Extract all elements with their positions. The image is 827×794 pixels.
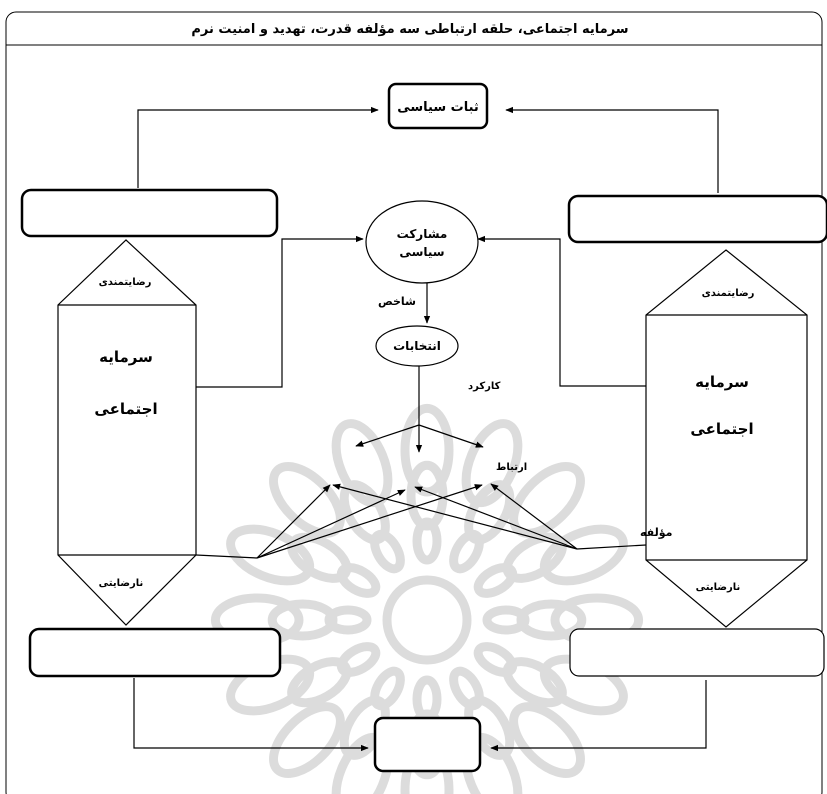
edge-right-fan-3 [490, 483, 578, 550]
rosette-center [382, 575, 472, 665]
label-relation: ارتباط [496, 462, 527, 473]
right-bottom-box [569, 628, 825, 677]
label-component: مؤلفه [640, 526, 672, 539]
edge-right-fan-1 [332, 483, 578, 550]
rosette-petal [370, 529, 405, 574]
left-bottom-box [28, 627, 282, 678]
diagram-title: سرمایه اجتماعی، حلقه ارتباطی سه مؤلفه قد… [191, 22, 628, 37]
rosette-petal [473, 642, 518, 677]
right-hex-title-line2: اجتماعی [690, 420, 753, 438]
rosette-petal [269, 462, 345, 538]
rosette-petal [509, 462, 585, 538]
rosette-petal [336, 563, 381, 598]
rosette-petal [370, 666, 405, 711]
left-hex-satisfaction: رضایتمندی [99, 277, 152, 288]
rosette-petal [482, 605, 530, 635]
label-function: کارکرد [468, 381, 501, 392]
edge-left-fan-2 [256, 489, 406, 559]
rosette-petal [509, 702, 585, 778]
bottom-center-box [373, 716, 482, 773]
left-hex-dissatisfaction: نارضایتی [99, 578, 144, 589]
rosette-petal [336, 642, 381, 677]
right-hex-satisfaction: رضایتمندی [702, 288, 755, 299]
edge-left-fan-3 [256, 484, 483, 559]
left-top-box [20, 188, 279, 238]
connectors [133, 106, 719, 752]
participation-line1: مشارکت [397, 227, 448, 241]
participation-line2: سیاسی [399, 245, 444, 259]
edge-right-to-bottom [490, 680, 707, 752]
label-indicator: شاخص [378, 295, 416, 308]
elections-ellipse: انتخابات [375, 325, 459, 367]
edge-branch-left [355, 424, 420, 447]
edge-left-to-bottom [133, 678, 369, 752]
participation-ellipse: مشارکت سیاسی [365, 200, 479, 284]
elections-label: انتخابات [393, 339, 441, 353]
right-social-capital-hexagon: رضایتمندی سرمایه اجتماعی نارضایتی [645, 249, 808, 628]
edge-left-fan-1 [256, 484, 331, 559]
edge-right-to-stability [505, 106, 719, 193]
edge-right-to-participation [477, 235, 646, 387]
rosette-petal [449, 666, 484, 711]
stability-label: ثبات سیاسی [397, 100, 479, 115]
edge-left-to-stability [137, 106, 379, 188]
rosette-petal [412, 517, 442, 565]
right-hex-dissatisfaction: نارضایتی [696, 582, 741, 593]
left-hex-title-line2: اجتماعی [94, 400, 157, 418]
stability-box: ثبات سیاسی [387, 82, 489, 130]
right-top-box [567, 194, 827, 244]
edge-right-hex-to-fan [576, 544, 647, 550]
left-social-capital-hexagon: رضایتمندی سرمایه اجتماعی نارضایتی [57, 239, 197, 626]
rosette-petal [473, 563, 518, 598]
rosette-petal [449, 529, 484, 574]
outer-frame [5, 11, 823, 794]
rosette-petal [269, 702, 345, 778]
rosette-petal [324, 605, 372, 635]
left-hex-title-line1: سرمایه [99, 348, 153, 366]
edge-right-fan-2 [414, 486, 578, 550]
edge-left-to-participation [196, 235, 364, 388]
edge-left-hex-to-fan [195, 554, 258, 559]
edge-branch-right [418, 424, 484, 448]
right-hex-title-line1: سرمایه [695, 373, 749, 391]
